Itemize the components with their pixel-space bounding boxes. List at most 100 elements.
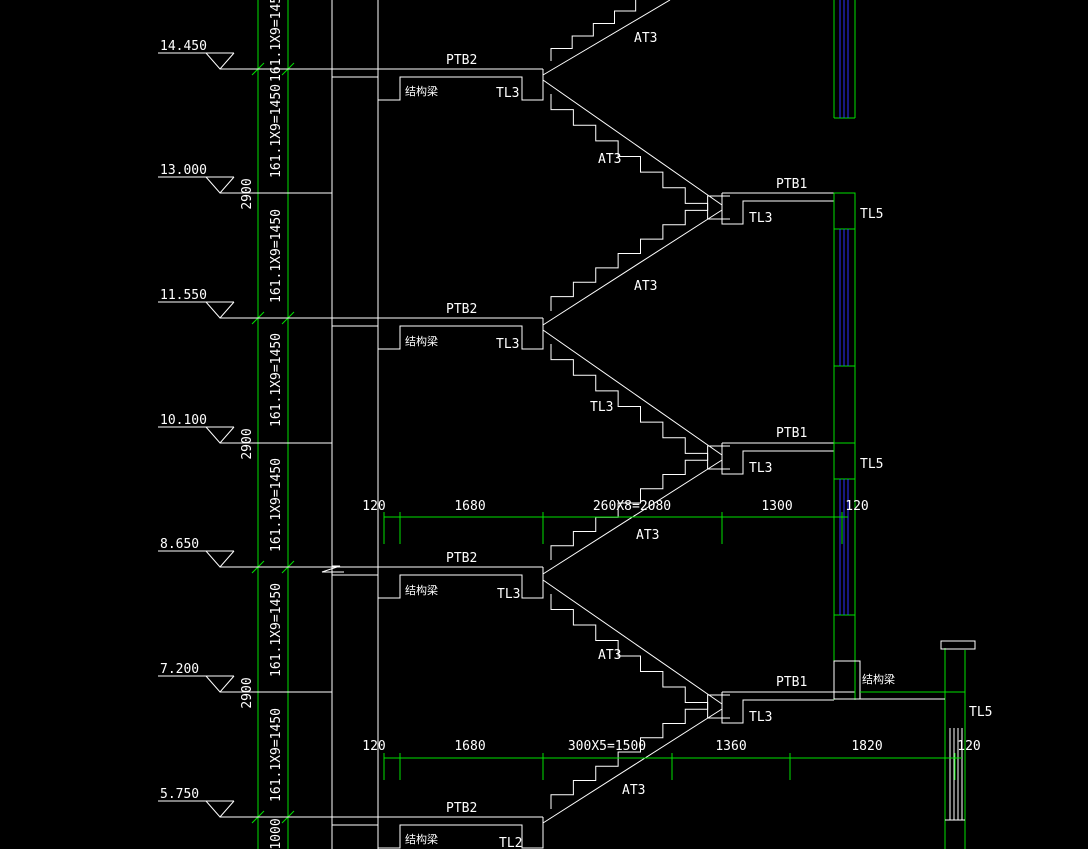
vertical-dimension-texts: 161.1X9=1450 161.1X9=1450 161.1X9=1450 1… <box>240 0 284 849</box>
stair-flights <box>542 0 730 824</box>
landing-bottom <box>721 193 834 225</box>
landing-beams <box>377 817 544 849</box>
dim-lower-4: 1820 <box>851 739 882 754</box>
elevation-triangle <box>205 800 235 818</box>
floor-dim-3: 2900 <box>240 677 255 708</box>
label-at3-2: AT3 <box>598 152 621 167</box>
label-beam-3: 结构梁 <box>405 583 438 597</box>
left-landing <box>332 68 544 101</box>
elevation-triangle <box>205 426 235 444</box>
left-landing <box>332 816 544 849</box>
flight-soffit <box>542 0 671 76</box>
label-beam-1: 结构梁 <box>405 84 438 98</box>
elevation-marker: 8.650 <box>158 537 332 568</box>
label-tl3-4: TL3 <box>749 211 772 226</box>
flight-down-1 <box>542 79 730 220</box>
label-at3-5: AT3 <box>598 648 621 663</box>
flight-steps <box>550 694 730 809</box>
flight-steps <box>550 195 730 311</box>
flight-soffit <box>542 79 723 206</box>
floor-dim-1: 2900 <box>240 178 255 209</box>
landing-bottom <box>721 692 834 724</box>
flight-soffit <box>542 708 723 824</box>
label-at3-4: AT3 <box>636 528 659 543</box>
landing-beams <box>377 567 544 599</box>
label-at3-1: AT3 <box>634 31 657 46</box>
dim-lower-2: 300X5=1500 <box>568 739 646 754</box>
flight-dim-3: 161.1X9=1450 <box>269 209 284 303</box>
flight-soffit <box>542 209 723 326</box>
flight-steps <box>550 344 730 470</box>
flight-soffit <box>542 579 723 705</box>
label-tl3-2: TL3 <box>496 337 519 352</box>
elevation-triangle <box>205 176 235 194</box>
label-beam-5: 结构梁 <box>862 672 895 686</box>
dim-upper-4: 120 <box>845 499 868 514</box>
elevation-marker: 14.450 <box>158 39 332 70</box>
label-beam-4: 结构梁 <box>405 832 438 846</box>
floor-dim-2: 2900 <box>240 428 255 459</box>
label-ptb2-2: PTB2 <box>446 302 477 317</box>
horizontal-dimension-lower: 120 1680 300X5=1500 1360 1820 120 <box>362 739 981 780</box>
elevation-value: 14.450 <box>160 39 207 54</box>
elevation-value: 7.200 <box>160 662 199 677</box>
elevation-value: 5.750 <box>160 787 199 802</box>
window-glazing <box>839 0 849 615</box>
label-tl2: TL2 <box>499 836 522 849</box>
landing-beams <box>377 69 544 101</box>
elevation-triangle <box>205 301 235 319</box>
label-tl3-3: TL3 <box>497 587 520 602</box>
dim-upper-1: 1680 <box>454 499 485 514</box>
elevation-value: 8.650 <box>160 537 199 552</box>
lower-right-structure <box>833 640 976 849</box>
dim-upper-2: 260X8=2080 <box>593 499 671 514</box>
flight-soffit <box>542 329 723 456</box>
flight-dim-1: 161.1X9=1450 <box>269 0 284 82</box>
vertical-dimension-lines <box>250 0 320 849</box>
left-landing <box>332 566 544 599</box>
right-landing <box>721 691 855 724</box>
dim-upper-0: 120 <box>362 499 385 514</box>
landings <box>332 68 855 849</box>
flight-dim-2: 161.1X9=1450 <box>269 84 284 178</box>
label-tl5-3: TL5 <box>969 705 992 720</box>
flight-dim-5: 161.1X9=1450 <box>269 458 284 552</box>
elevation-triangle <box>205 675 235 693</box>
dim-lower-3: 1360 <box>715 739 746 754</box>
flight-dim-7: 161.1X9=1450 <box>269 708 284 802</box>
label-at3-6: AT3 <box>622 783 645 798</box>
landing-beams <box>377 318 544 350</box>
elevation-marker: 5.750 <box>158 787 332 818</box>
label-tl5-1: TL5 <box>860 207 883 222</box>
label-ptb1-3: PTB1 <box>776 675 807 690</box>
flight-up-1 <box>542 0 671 76</box>
label-ptb2-4: PTB2 <box>446 801 477 816</box>
dim-lower-0: 120 <box>362 739 385 754</box>
flight-steps <box>550 445 730 560</box>
elevation-triangle <box>205 550 235 568</box>
label-tl3-5: TL3 <box>749 461 772 476</box>
label-tl3-1: TL3 <box>496 86 519 101</box>
label-tl5-2: TL5 <box>860 457 883 472</box>
dim-lower-5: 120 <box>957 739 980 754</box>
walls <box>321 0 379 849</box>
horizontal-dimension-upper: 120 1680 260X8=2080 1300 120 <box>362 499 869 544</box>
flight-steps <box>550 94 730 220</box>
dim-lower-1: 1680 <box>454 739 485 754</box>
dim-upper-3: 1300 <box>761 499 792 514</box>
element-labels: PTB2 PTB2 PTB2 PTB2 结构梁 结构梁 结构梁 结构梁 结构梁 … <box>405 31 992 849</box>
right-landing <box>721 192 855 225</box>
flight-steps <box>550 594 730 719</box>
label-tl3-flight: TL3 <box>590 400 613 415</box>
label-at3-3: AT3 <box>634 279 657 294</box>
elevation-marker: 10.100 <box>158 413 332 444</box>
flight-down-2 <box>542 329 730 470</box>
label-ptb2-1: PTB2 <box>446 53 477 68</box>
label-ptb1-1: PTB1 <box>776 177 807 192</box>
elevation-value: 13.000 <box>160 163 207 178</box>
bottom-dim: 1000 <box>269 818 284 849</box>
right-wall <box>833 0 856 700</box>
elevation-marker: 7.200 <box>158 662 332 693</box>
